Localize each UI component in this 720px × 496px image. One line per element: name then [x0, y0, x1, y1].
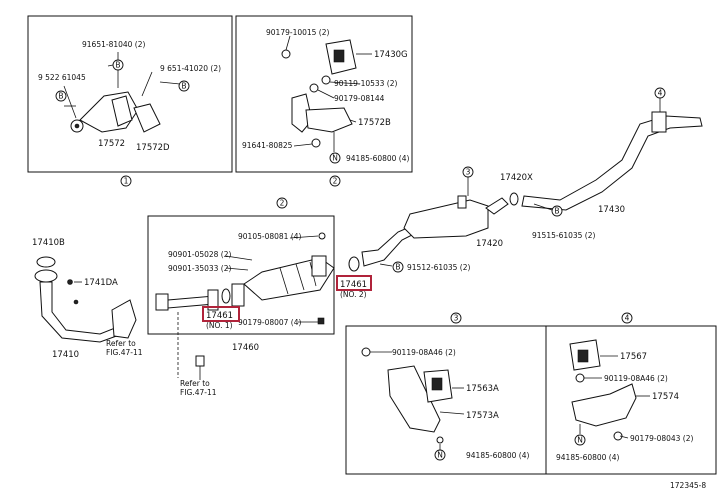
part-label: 90901-05028 (2)	[168, 250, 232, 259]
reference-note: Refer to	[180, 379, 210, 388]
part-label: 94185-60800 (4)	[466, 451, 530, 460]
drawing-id: 172345-8	[670, 481, 706, 490]
panel-2: 90179-10015 (2) 17430G 90119-10533 (2) 9…	[235, 15, 413, 187]
panel-callout: 4	[625, 314, 630, 323]
marker-b: B	[395, 263, 400, 272]
marker-b: B	[115, 61, 120, 70]
section-callout: 4	[658, 89, 663, 98]
panel-callout: 2	[280, 199, 285, 208]
part-label: 90105-08081 (4)	[238, 232, 302, 241]
section-callout: 3	[466, 168, 471, 177]
panel-4: 4 17567 90119-08A46 (2) 17574 90179-0804…	[545, 312, 717, 475]
part-label: 90179-08043 (2)	[630, 434, 694, 443]
marker-b: B	[181, 82, 186, 91]
panel-callout: 1	[124, 177, 129, 186]
part-label: 17410B	[32, 238, 65, 248]
part-label: 17567	[620, 352, 647, 362]
panel-3: 3 90119-08A46 (2) 17563A 17573A N 94185-…	[345, 312, 547, 475]
part-label: 94185-60800 (4)	[346, 154, 410, 163]
hanger-17572d	[133, 103, 161, 133]
marker-n: N	[577, 436, 583, 445]
part-label: 17420	[476, 239, 503, 249]
part-label: 91515-61035 (2)	[532, 231, 596, 240]
part-label: 17572	[98, 139, 125, 149]
part-label: 90119-10533 (2)	[334, 79, 398, 88]
part-label: 17563A	[466, 384, 499, 394]
reference-note: FIG.47-11	[106, 348, 143, 357]
part-label: 17410	[52, 350, 79, 360]
part-label: 90119-08A46 (2)	[392, 348, 456, 357]
muffler	[403, 199, 489, 239]
part-label: 91641-80825	[242, 141, 293, 150]
part-label: 17460	[232, 343, 259, 353]
part-label: 1741DA	[84, 278, 118, 288]
main-exhaust: 17461 (NO. 2) 17420 17420X 17430 3 4 B 9…	[336, 87, 703, 299]
panel-4-frame	[545, 325, 717, 475]
center-pipe-17420	[361, 225, 415, 267]
part-label: 17430G	[374, 50, 408, 60]
gasket-17410b	[36, 256, 56, 268]
marker-n: N	[332, 154, 338, 163]
bracket-17573a	[387, 365, 441, 433]
part-label: 90179-08144	[334, 94, 385, 103]
part-label: 90179-08007 (4)	[238, 318, 302, 327]
part-label-17461: 17461	[340, 280, 367, 290]
part-label: 17430	[598, 205, 625, 215]
marker-n: N	[437, 451, 443, 460]
part-label: 9 651-41020 (2)	[160, 64, 221, 73]
part-label: 91651-81040 (2)	[82, 40, 146, 49]
front-pipe-17410	[39, 281, 123, 343]
tail-pipe-17430	[521, 115, 703, 211]
part-label: 17420X	[500, 173, 533, 183]
panel-callout: 3	[454, 314, 459, 323]
panel-1: B B B 91651-81040 (2) 9 522 61045 9 651-…	[27, 15, 233, 187]
part-label: 9 522 61045	[38, 73, 86, 82]
gasket-17461-right	[348, 256, 360, 272]
part-label: 17574	[652, 392, 679, 402]
gasket-17461-highlight	[202, 306, 240, 322]
center-panel: 2 90105-08081 (4) 90901-05028 (2) 90901-…	[147, 197, 335, 397]
part-label-17461: 17461	[206, 311, 233, 321]
part-label: 90119-08A46 (2)	[604, 374, 668, 383]
part-note: (NO. 1)	[206, 321, 233, 330]
part-label: 90179-10015 (2)	[266, 28, 330, 37]
bracket-17574	[571, 383, 637, 427]
part-label: 94185-60800 (4)	[556, 453, 620, 462]
reference-note: FIG.47-11	[180, 388, 217, 397]
part-label: 90901-35033 (2)	[168, 264, 232, 273]
reference-note: Refer to	[106, 339, 136, 348]
part-note: (NO. 2)	[340, 290, 367, 299]
panel-callout: 2	[333, 177, 338, 186]
gasket-17461-highlight	[336, 275, 372, 291]
front-pipe-group: 17410B 1741DA 17410 Refer to FIG.47-11	[32, 238, 143, 360]
part-label: 17573A	[466, 411, 499, 421]
marker-b: B	[554, 207, 559, 216]
part-label: 91512-61035 (2)	[407, 263, 471, 272]
panel-1-frame	[27, 15, 233, 173]
marker-b: B	[58, 92, 63, 101]
panel-2-frame	[235, 15, 413, 173]
part-label: 17572D	[136, 143, 170, 153]
center-panel-frame	[147, 215, 335, 335]
part-label: 17572B	[358, 118, 391, 128]
